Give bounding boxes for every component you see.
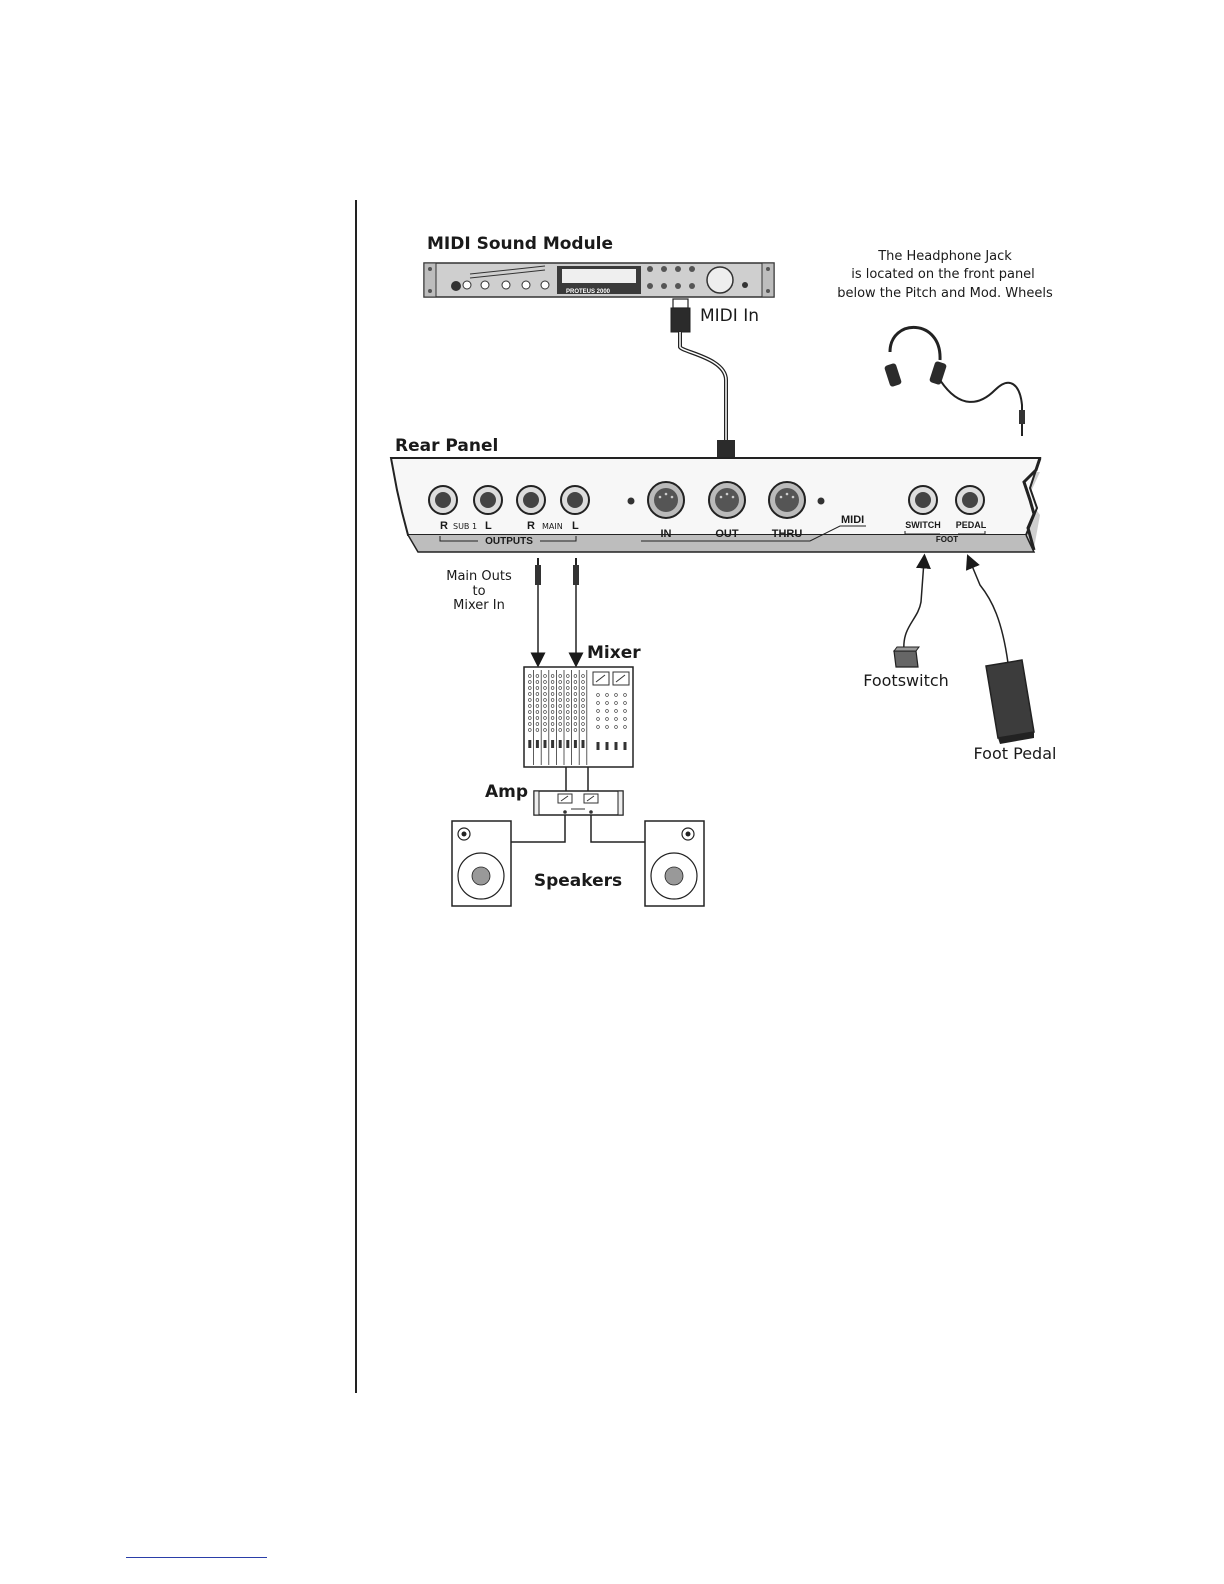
mixer-fader	[582, 740, 585, 748]
midi-out-port	[709, 482, 745, 518]
mixer-fader	[566, 740, 569, 748]
module-data-knob	[707, 267, 733, 293]
main-outs-note-line-2: to	[472, 584, 485, 599]
jack-main-l	[561, 486, 589, 514]
rear-panel-label: Rear Panel	[395, 436, 498, 456]
jack-sub-l	[474, 486, 502, 514]
main-outs-note-line-1: Main Outs	[446, 569, 512, 584]
midi-port-thru-label: THRU	[772, 528, 803, 540]
foot-pedal-label: PEDAL	[956, 520, 987, 530]
mixer-master-fader	[597, 742, 600, 750]
footswitch-jack	[909, 486, 937, 514]
mixer-amp-wires	[566, 767, 588, 791]
mixer-fader	[536, 740, 539, 748]
module-brand: PROTEUS 2000	[566, 289, 611, 295]
sub-r-label: R	[440, 520, 448, 532]
foot-pedal-cable	[970, 561, 1008, 663]
foot-pedal-icon	[986, 660, 1034, 744]
midi-in-port	[648, 482, 684, 518]
footer-rule	[126, 1557, 267, 1558]
foot-pedal-label: Foot Pedal	[974, 744, 1057, 763]
headphone-note-line-2: is located on the front panel	[851, 267, 1035, 282]
foot-switch-label: SWITCH	[905, 520, 941, 530]
main-outs-note-line-3: Mixer In	[453, 598, 505, 613]
mixer-fader	[559, 740, 562, 748]
outputs-label: OUTPUTS	[485, 536, 533, 547]
mixer-fader	[574, 740, 577, 748]
midi-port-in-label: IN	[661, 528, 672, 540]
pedal-jack	[956, 486, 984, 514]
midi-thru-port	[769, 482, 805, 518]
jack-main-r	[517, 486, 545, 514]
headphone-note-line-3: below the Pitch and Mod. Wheels	[837, 286, 1053, 301]
module-title: MIDI Sound Module	[427, 234, 613, 254]
foot-group-label: FOOT	[936, 535, 958, 544]
right-speaker	[645, 821, 704, 906]
midi-group-label: MIDI	[841, 514, 864, 526]
mixer-fader	[544, 740, 547, 748]
speakers-label: Speakers	[534, 871, 622, 891]
main-l-label: L	[572, 520, 579, 532]
sound-module: PROTEUS 2000	[424, 263, 774, 297]
sub-l-label: L	[485, 520, 492, 532]
midi-ports	[628, 482, 825, 518]
mixer-master-fader	[624, 742, 627, 750]
midi-in-label: MIDI In	[700, 306, 759, 326]
footswitch-label: Footswitch	[863, 671, 949, 690]
headphones-icon	[884, 327, 1025, 436]
footswitch-icon	[894, 647, 919, 667]
mixer-fader	[528, 740, 531, 748]
mixer-label: Mixer	[587, 643, 641, 663]
mixer-fader	[551, 740, 554, 748]
main-r-label: R	[527, 520, 535, 532]
amp-speaker-wires	[511, 815, 645, 842]
headphone-note-line-1: The Headphone Jack	[877, 249, 1012, 264]
amp-label: Amp	[485, 782, 528, 802]
midi-port-out-label: OUT	[715, 528, 739, 540]
mixer-master-fader	[615, 742, 618, 750]
footswitch-cable	[904, 561, 924, 651]
sub-label: SUB 1	[453, 522, 477, 531]
main-out-cables	[535, 558, 579, 660]
main-label: MAIN	[542, 522, 563, 531]
mixer	[524, 667, 633, 767]
jack-sub-r	[429, 486, 457, 514]
mixer-master-fader	[606, 742, 609, 750]
left-speaker	[452, 821, 511, 906]
amp	[534, 791, 623, 815]
